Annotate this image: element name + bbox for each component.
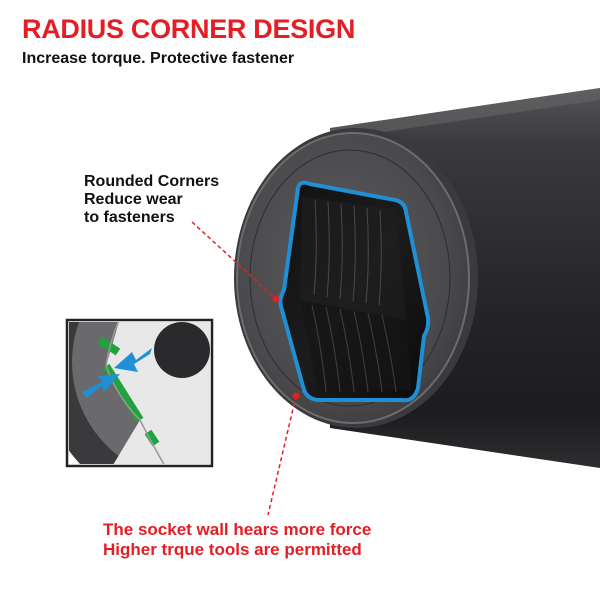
page-subtitle: Increase torque. Protective fastener	[22, 50, 295, 67]
socket-wall-callout: The socket wall hears more force Higher …	[103, 520, 371, 560]
pointer-dot-icon	[292, 392, 300, 400]
inset-detail	[65, 318, 214, 468]
callout-line: The socket wall hears more force	[103, 520, 372, 539]
rounded-corners-callout: Rounded Corners Reduce wear to fasteners	[84, 173, 219, 227]
hex-opening	[278, 180, 431, 403]
callout-line: Higher trque tools are permitted	[103, 540, 362, 559]
arrow-icon	[114, 348, 152, 372]
arrow-icon	[82, 374, 120, 398]
callout-line: Rounded Corners	[84, 173, 220, 190]
pointer-dot-icon	[272, 295, 280, 303]
callout-line: to fasteners	[84, 209, 175, 226]
callout-line: Reduce wear	[84, 191, 183, 208]
leader-lines	[191, 221, 300, 516]
page-title: RADIUS CORNER DESIGN	[22, 14, 356, 44]
rounded-corner-highlight	[278, 180, 431, 403]
